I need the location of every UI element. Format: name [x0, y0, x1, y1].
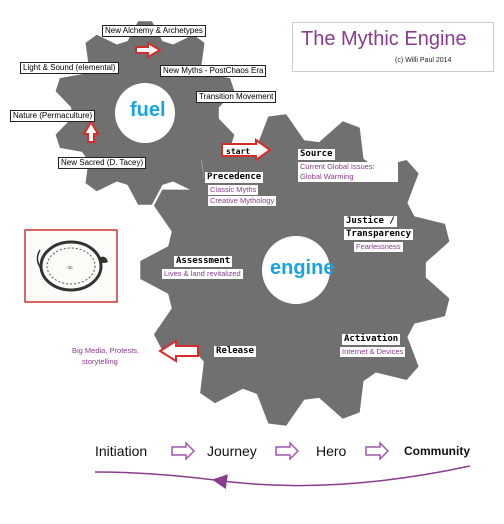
- fuel-label: fuel: [130, 99, 166, 121]
- return-curve: [212, 465, 471, 490]
- svg-text:∞: ∞: [67, 263, 73, 272]
- fuel-input-new-sacred: New Sacred (D. Tacey): [58, 157, 147, 169]
- release-output-line-2: storytelling: [82, 357, 118, 366]
- fuel-input-new-myths: New Myths - PostChaos Era: [160, 65, 267, 77]
- flow-initiation: Initiation: [95, 443, 148, 459]
- stage-activation-detail: Internet & Devices: [340, 347, 406, 357]
- fuel-input-transition: Transition Movement: [196, 91, 277, 103]
- arrow-release: [158, 339, 199, 363]
- stage-justice-detail: Fearlessness: [354, 242, 403, 252]
- start-label: start: [226, 147, 251, 156]
- flow-journey: Journey: [207, 443, 257, 459]
- diagram-title: The Mythic Engine: [301, 28, 467, 50]
- stage-assessment: Assessment: [174, 256, 233, 267]
- stage-justice-line-1: Justice /: [344, 216, 397, 227]
- release-output-line-1: Big Media, Protests,: [72, 346, 140, 355]
- fuel-input-alchemy: New Alchemy & Archetypes: [102, 25, 206, 37]
- engine-label: engine: [270, 257, 335, 279]
- stage-precedence-detail-2: Creative Mythology: [208, 196, 277, 206]
- stage-precedence: Precedence: [205, 172, 264, 183]
- stage-justice-line-2: Transparency: [344, 229, 414, 240]
- fuel-input-light-sound: Light & Sound (elemental): [20, 62, 119, 74]
- flow-community: Community: [404, 444, 470, 458]
- copyright: (c) Willi Paul 2014: [395, 57, 452, 64]
- stage-source-detail: Current Global Issues: Global Warming: [298, 162, 398, 182]
- flow-arrows: [171, 441, 390, 461]
- arrow-nature: [82, 120, 100, 143]
- flow-hero: Hero: [316, 443, 347, 459]
- arrow-start: [221, 138, 272, 162]
- title-box: The Mythic Engine (c) Willi Paul 2014: [292, 22, 494, 72]
- stage-precedence-detail-1: Classic Myths: [208, 185, 259, 195]
- ouroboros-engraving: ∞: [24, 229, 118, 303]
- stage-source: Source: [298, 149, 335, 160]
- stage-assessment-detail: Lives & land revitalized: [162, 269, 243, 279]
- stage-activation: Activation: [342, 334, 401, 345]
- return-curve-left: [94, 471, 216, 481]
- fuel-input-nature: Nature (Permaculture): [10, 110, 96, 122]
- arrow-alchemy: [135, 41, 162, 59]
- stage-release: Release: [214, 346, 256, 357]
